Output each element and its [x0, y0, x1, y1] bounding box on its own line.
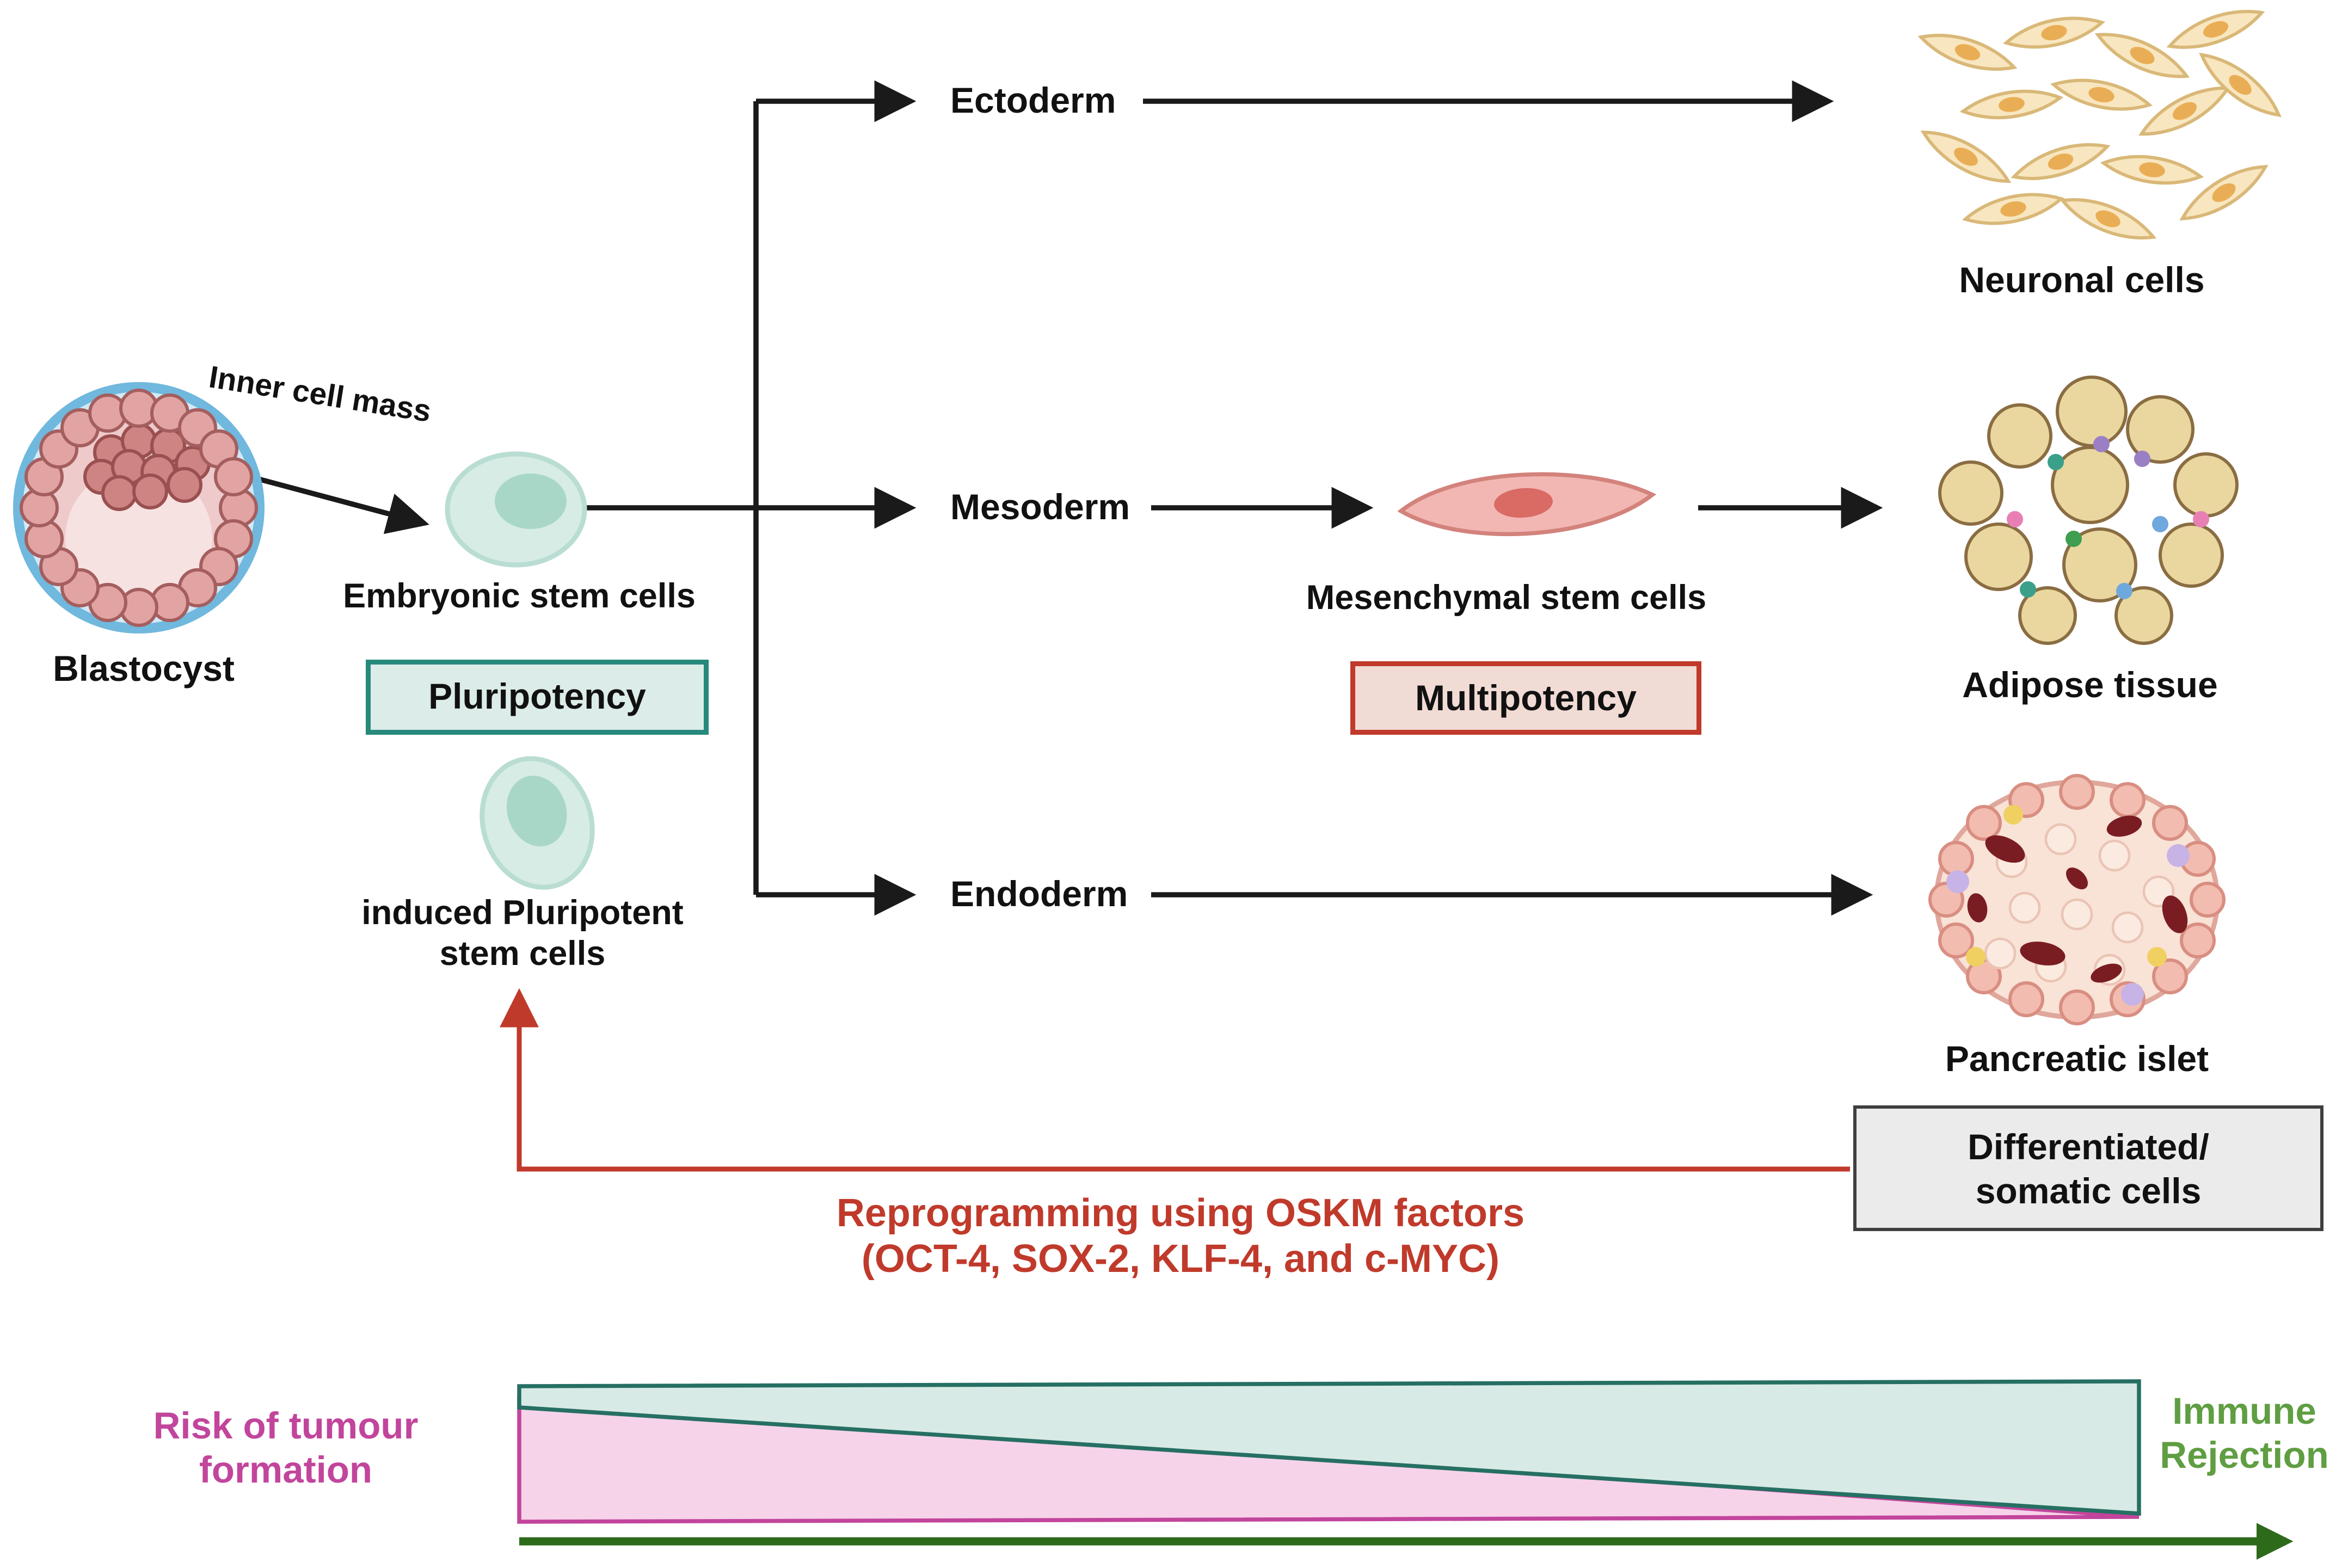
blastocyst-label: Blastocyst — [53, 648, 235, 689]
immune-rejection-label: Immune Rejection — [2142, 1389, 2342, 1478]
connector-arrows — [182, 80, 1883, 916]
ipsc-label: induced Pluripotent stem cells — [286, 893, 759, 975]
adipose-accent-dots — [2006, 435, 2209, 599]
immune-triangle — [517, 1379, 2141, 1516]
islet-accent-cells — [1946, 804, 2190, 1006]
pluripotency-box: Pluripotency — [366, 660, 709, 735]
adipose-tissue-label: Adipose tissue — [1962, 665, 2218, 705]
immune-line2: Rejection — [2160, 1434, 2329, 1476]
neuronal-cells-illustration — [1917, 1, 2286, 249]
risk-line2: formation — [199, 1448, 373, 1491]
trophoblast-ring-cells — [20, 388, 259, 627]
mesoderm-label: Mesoderm — [950, 487, 1130, 527]
pluripotency-label: Pluripotency — [428, 676, 646, 717]
endoderm-label: Endoderm — [950, 874, 1128, 914]
pancreatic-islet-label: Pancreatic islet — [1945, 1038, 2209, 1079]
embryonic-stem-cell-illustration — [445, 451, 587, 568]
risk-line1: Risk of tumour — [153, 1404, 419, 1447]
differentiated-somatic-cells-box: Differentiated/ somatic cells — [1853, 1105, 2323, 1231]
reprogramming-arrow — [499, 988, 1850, 1172]
mesenchymal-stem-cells-label: Mesenchymal stem cells — [1306, 580, 1707, 617]
immune-line1: Immune — [2172, 1389, 2316, 1432]
multipotency-box: Multipotency — [1350, 661, 1701, 735]
blastocyst-illustration — [13, 382, 265, 634]
pancreatic-islet-illustration — [1928, 773, 2226, 1025]
neuronal-cells-label: Neuronal cells — [1959, 260, 2205, 300]
reprogramming-line2: (OCT-4, SOX-2, KLF-4, and c-MYC) — [861, 1238, 1500, 1282]
ipsc-label-line2: stem cells — [439, 936, 606, 973]
islet-edge-cells — [1928, 773, 2226, 1025]
islet-dark-blobs — [1967, 815, 2188, 983]
embryonic-stem-cells-label: Embryonic stem cells — [343, 578, 696, 616]
inner-cell-mass-cells — [83, 422, 211, 511]
mesenchymal-cell-illustration — [1397, 472, 1657, 537]
differentiated-line1: Differentiated/ — [1968, 1126, 2209, 1167]
reprogramming-line1: Reprogramming using OSKM factors — [836, 1192, 1525, 1236]
multipotency-label: Multipotency — [1415, 677, 1637, 718]
ectoderm-label: Ectoderm — [950, 80, 1116, 121]
ipsc-illustration — [480, 756, 595, 890]
risk-of-tumour-label: Risk of tumour formation — [41, 1404, 531, 1492]
adipose-tissue-illustration — [1938, 375, 2239, 645]
reprogramming-label: Reprogramming using OSKM factors (OCT-4,… — [715, 1192, 1646, 1283]
ipsc-label-line1: induced Pluripotent — [361, 895, 684, 932]
differentiated-line2: somatic cells — [1975, 1170, 2202, 1211]
